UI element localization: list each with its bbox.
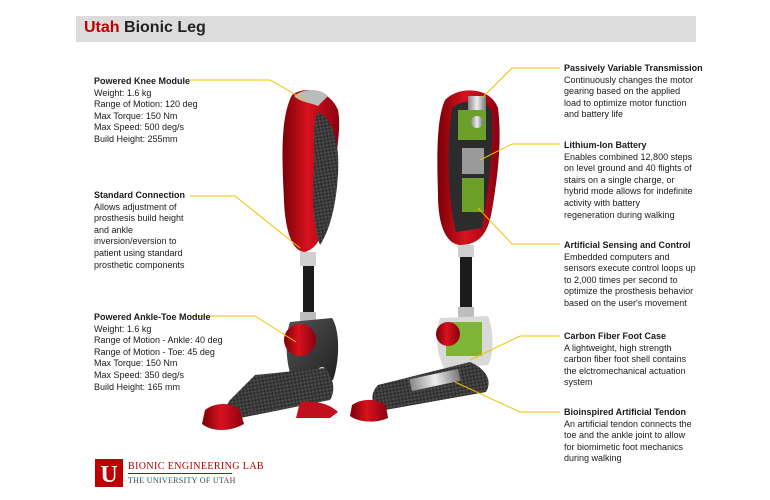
info-line: Enables combined 12,800 steps xyxy=(564,151,693,162)
callout-lines xyxy=(190,67,560,413)
info-line: to 2,000 times per second to xyxy=(564,274,678,285)
logo-letter: U xyxy=(100,462,117,488)
info-line: the elctromechanical actuation xyxy=(564,365,686,376)
knee-module-heading: Powered Knee Module xyxy=(94,76,191,86)
info-line: Max Speed: 500 deg/s xyxy=(94,122,185,133)
info-line: Weight: 1.6 kg xyxy=(94,323,152,334)
info-line: Range of Motion - Ankle: 40 deg xyxy=(94,335,223,346)
info-line: Max Torque: 150 Nm xyxy=(94,358,178,369)
info-line: Range of Motion - Toe: 45 deg xyxy=(94,346,215,357)
info-line: system xyxy=(564,377,593,388)
info-line: Range of Motion: 120 deg xyxy=(94,99,198,110)
artificial-tendon-heading: Bioinspired Artificial Tendon xyxy=(564,407,687,417)
sensing-control-heading: Artificial Sensing and Control xyxy=(564,240,691,250)
info-line: and ankle xyxy=(94,224,134,235)
info-line: based on the user's movement xyxy=(564,297,687,308)
right-leg-knee-module xyxy=(437,90,500,245)
info-line: gearing based on the applied xyxy=(564,86,681,97)
info-line: activity with battery xyxy=(564,197,641,208)
left-leg-ankle-module xyxy=(202,318,339,430)
callout-tendon-line xyxy=(454,381,560,413)
info-line: Max Torque: 150 Nm xyxy=(94,110,178,121)
right-leg-ankle-module xyxy=(350,316,493,422)
info-line: A lightweight, high strength xyxy=(564,342,672,353)
callout-sensing-line xyxy=(477,207,560,245)
page-title: Utah Bionic Leg xyxy=(84,19,206,37)
callout-transmission-line xyxy=(481,67,560,99)
foot-case-info: Carbon Fiber Foot Case A lightweight, hi… xyxy=(564,331,686,389)
title-text: Bionic Leg xyxy=(124,19,206,36)
info-line: Allows adjustment of xyxy=(94,201,177,212)
info-line: Weight: 1.6 kg xyxy=(94,87,152,98)
info-line: prosthesis build height xyxy=(94,213,184,224)
info-line: regeneration during walking xyxy=(564,209,675,220)
info-line: hybrid mode allows for indefinite xyxy=(564,186,693,197)
lab-name: BIONIC ENGINEERING LAB xyxy=(128,461,265,472)
info-line: Build Height: 255mm xyxy=(94,133,178,144)
info-line: and battery life xyxy=(564,109,624,120)
info-line: stairs on a single charge, or xyxy=(564,174,675,185)
info-line: patient using standard xyxy=(94,247,183,258)
title-brand: Utah xyxy=(84,19,120,36)
info-line: during walking xyxy=(564,453,622,464)
info-line: sensors execute control loops up xyxy=(564,263,696,274)
university-u-logo-icon: U xyxy=(95,459,123,488)
transmission-info: Passively Variable Transmission Continuo… xyxy=(564,63,703,121)
callout-footcase-line xyxy=(469,335,560,361)
callout-battery-line xyxy=(479,143,560,161)
info-line: An artificial tendon connects the xyxy=(564,418,692,429)
info-line: toe and the ankle joint to allow xyxy=(564,430,686,441)
callout-ankle-line xyxy=(190,315,297,343)
right-leg-pylon xyxy=(458,245,474,317)
foot-case-heading: Carbon Fiber Foot Case xyxy=(564,331,667,341)
left-leg-pylon xyxy=(300,252,316,322)
transmission-heading: Passively Variable Transmission xyxy=(564,63,703,73)
sensing-control-info: Artificial Sensing and Control Embedded … xyxy=(564,240,696,310)
artificial-tendon-info: Bioinspired Artificial Tendon An artific… xyxy=(564,407,692,465)
info-line: carbon fiber foot shell contains xyxy=(564,354,687,365)
knee-module-info: Powered Knee Module Weight: 1.6 kg Range… xyxy=(94,76,198,146)
info-line: on level ground and 40 flights of xyxy=(564,163,692,174)
info-line: optimize the prosthesis behavior xyxy=(564,286,694,297)
battery-heading: Lithium-Ion Battery xyxy=(564,140,647,150)
callout-connection-line xyxy=(190,195,301,249)
university-name: THE UNIVERSITY OF UTAH xyxy=(128,476,236,485)
ankle-toe-module-info: Powered Ankle-Toe Module Weight: 1.6 kg … xyxy=(94,312,223,393)
info-line: for biomimetic foot mechanics xyxy=(564,441,684,452)
title-bar: Utah Bionic Leg xyxy=(76,16,696,42)
info-line: load to optimize motor function xyxy=(564,97,687,108)
left-leg-knee-module xyxy=(282,90,340,252)
info-line: Max Speed: 350 deg/s xyxy=(94,369,185,380)
standard-connection-info: Standard Connection Allows adjustment of… xyxy=(94,190,185,271)
info-line: prosthetic components xyxy=(94,259,185,270)
logo-divider xyxy=(128,473,232,474)
info-line: inversion/eversion to xyxy=(94,236,177,247)
ankle-toe-module-heading: Powered Ankle-Toe Module xyxy=(94,312,211,322)
callout-knee-line xyxy=(190,79,306,101)
standard-connection-heading: Standard Connection xyxy=(94,190,186,200)
info-line: Build Height: 165 mm xyxy=(94,381,181,392)
info-line: Continuously changes the motor xyxy=(564,74,694,85)
info-line: Embedded computers and xyxy=(564,251,670,262)
battery-info: Lithium-Ion Battery Enables combined 12,… xyxy=(564,140,693,221)
